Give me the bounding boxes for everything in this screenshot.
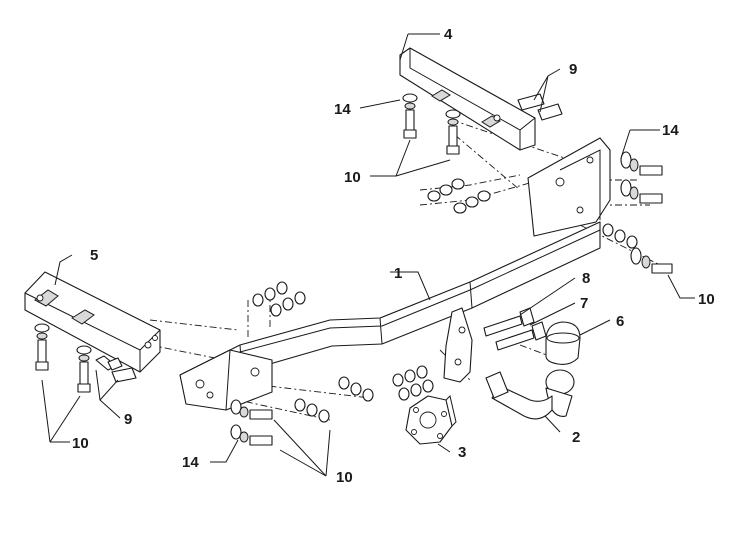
top-right-washers-nuts [427, 178, 491, 214]
callout-9-left: 9 [124, 411, 132, 428]
long-bolts [483, 307, 547, 351]
centre-nuts [392, 365, 434, 401]
tow-ball-cap [545, 321, 581, 365]
callout-10-right: 10 [698, 291, 715, 308]
tow-ball-neck [485, 369, 575, 420]
callout-3: 3 [458, 444, 466, 461]
top-bracket-bolts [402, 93, 563, 155]
leader-lines [41, 33, 695, 477]
ball-mounting-plate [443, 307, 473, 383]
callout-1: 1 [394, 265, 402, 282]
top-right-mounting-bracket [399, 47, 536, 151]
callout-labels: 1 2 3 4 5 6 7 8 9 9 10 10 10 10 14 14 14 [72, 26, 715, 486]
bottom-left-bolts [230, 398, 330, 446]
left-mounting-bracket [24, 271, 161, 373]
callout-14-right: 14 [662, 122, 679, 139]
callout-5: 5 [90, 247, 98, 264]
callout-14-bottom: 14 [182, 454, 199, 471]
main-cross-beam [179, 137, 611, 411]
callout-9-top: 9 [569, 61, 577, 78]
socket-plate [405, 395, 457, 445]
callout-14-top: 14 [334, 101, 351, 118]
right-side-bolts [602, 151, 673, 274]
left-bracket-bolts [34, 323, 137, 393]
callout-6: 6 [616, 313, 624, 330]
left-washers-nuts [252, 281, 374, 402]
callout-10-bottom: 10 [336, 469, 353, 486]
callout-4: 4 [444, 26, 453, 43]
callout-7: 7 [580, 295, 588, 312]
callout-2: 2 [572, 429, 580, 446]
callout-10-left: 10 [72, 435, 89, 452]
callout-8: 8 [582, 270, 590, 287]
callout-10-top: 10 [344, 169, 361, 186]
